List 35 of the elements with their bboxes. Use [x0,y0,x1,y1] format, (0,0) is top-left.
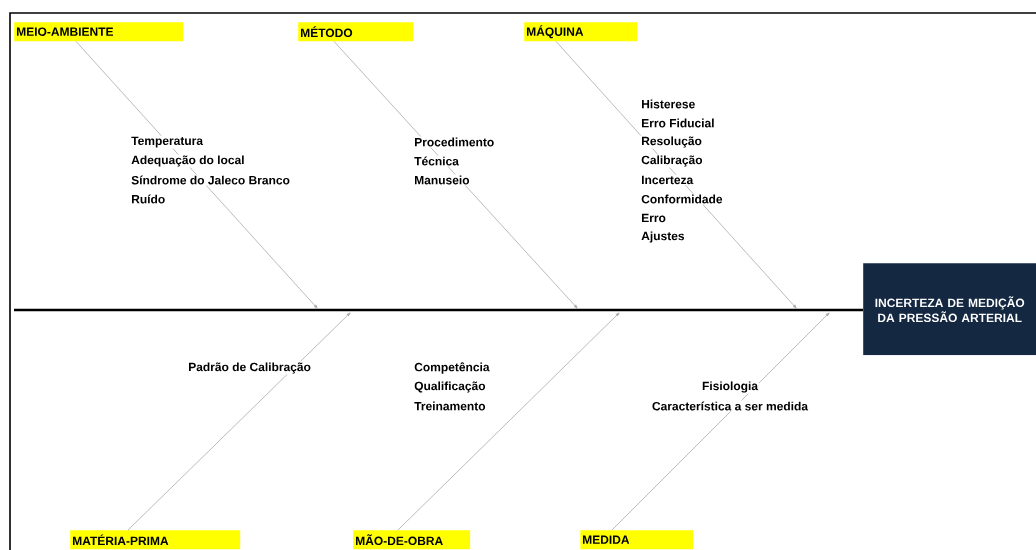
cause-text: Característica a ser medida [650,400,810,412]
category-label: MEDIDA [580,530,694,550]
cause-text: Manuseio [413,174,471,186]
category-label: MÃO-DE-OBRA [353,530,471,550]
category-label: MATÉRIA-PRIMA [70,530,241,550]
cause-text: Fisiologia [701,380,759,394]
cause-text: Conformidade [640,193,724,205]
category-label: MEIO-AMBIENTE [14,22,184,42]
cause-text: Temperatura [130,135,204,149]
cause-text: Calibração [640,154,704,168]
category-label: MÉTODO [298,22,414,42]
cause-text: Erro Fiducial [640,117,716,129]
arrow [75,41,318,309]
cause-text: Síndrome do Jaleco Branco [130,174,291,186]
cause-text: Adequação do local [130,154,246,168]
cause-text: Incerteza [640,174,695,186]
cause-text: Resolução [640,135,703,149]
cause-text: Procedimento [413,136,496,148]
spine-line [14,308,863,312]
arrow [555,41,797,309]
effect-box: INCERTEZA DE MEDIÇÃO DA PRESSÃO ARTERIAL [863,263,1036,356]
cause-text: Padrão de Calibração [187,361,312,375]
category-label: MÁQUINA [524,22,638,42]
arrow [333,41,578,309]
arrow [127,312,351,531]
cause-text: Erro [640,212,667,224]
cause-text: Ajustes [640,230,686,244]
cause-text: Treinamento [413,400,487,412]
arrow [611,312,830,531]
arrow [397,312,620,531]
cause-text: Histerese [640,98,697,110]
cause-text: Ruído [130,193,167,205]
cause-text: Técnica [413,155,460,167]
cause-text: Competência [413,361,491,375]
cause-text: Qualificação [413,380,487,394]
